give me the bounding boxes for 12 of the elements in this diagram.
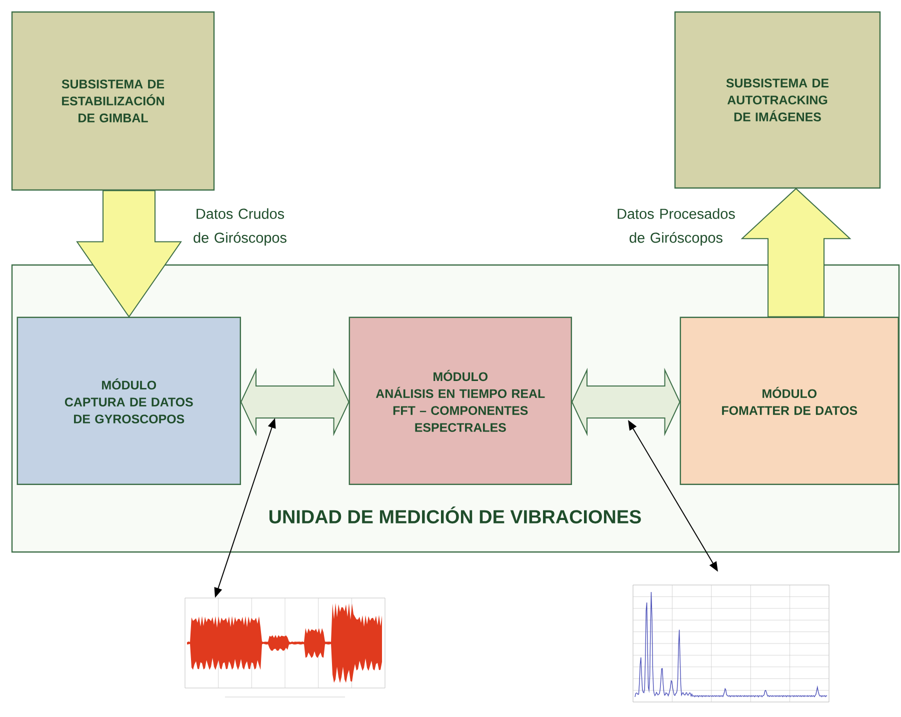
edge-label: Datos Procesados de Giróscopos bbox=[618, 208, 735, 246]
module-box: MÓDULO ANÁLISIS EN TIEMPO REAL FFT – COMPONENTES ESPECTRALES bbox=[348, 316, 572, 485]
unit-title: UNIDAD DE MEDICIÓN DE VIBRACIONES bbox=[269, 506, 641, 524]
block-arrow bbox=[76, 190, 182, 318]
edge-label: Datos Crudos de Giróscopos bbox=[194, 208, 286, 246]
waveform-plot-drawing bbox=[184, 598, 386, 698]
subsystem-box: SUBSISTEMA DE ESTABILIZACIÓN DE GIMBAL bbox=[11, 11, 215, 191]
subsystem-box: SUBSISTEMA DE AUTOTRACKING DE IMÁGENES bbox=[674, 11, 881, 189]
block-arrow bbox=[740, 188, 852, 318]
spectrum-plot-drawing bbox=[632, 584, 830, 702]
module-box: MÓDULO CAPTURA DE DATOS DE GYROSCOPOS bbox=[16, 316, 241, 485]
module-box: MÓDULO FOMATTER DE DATOS bbox=[680, 316, 899, 485]
